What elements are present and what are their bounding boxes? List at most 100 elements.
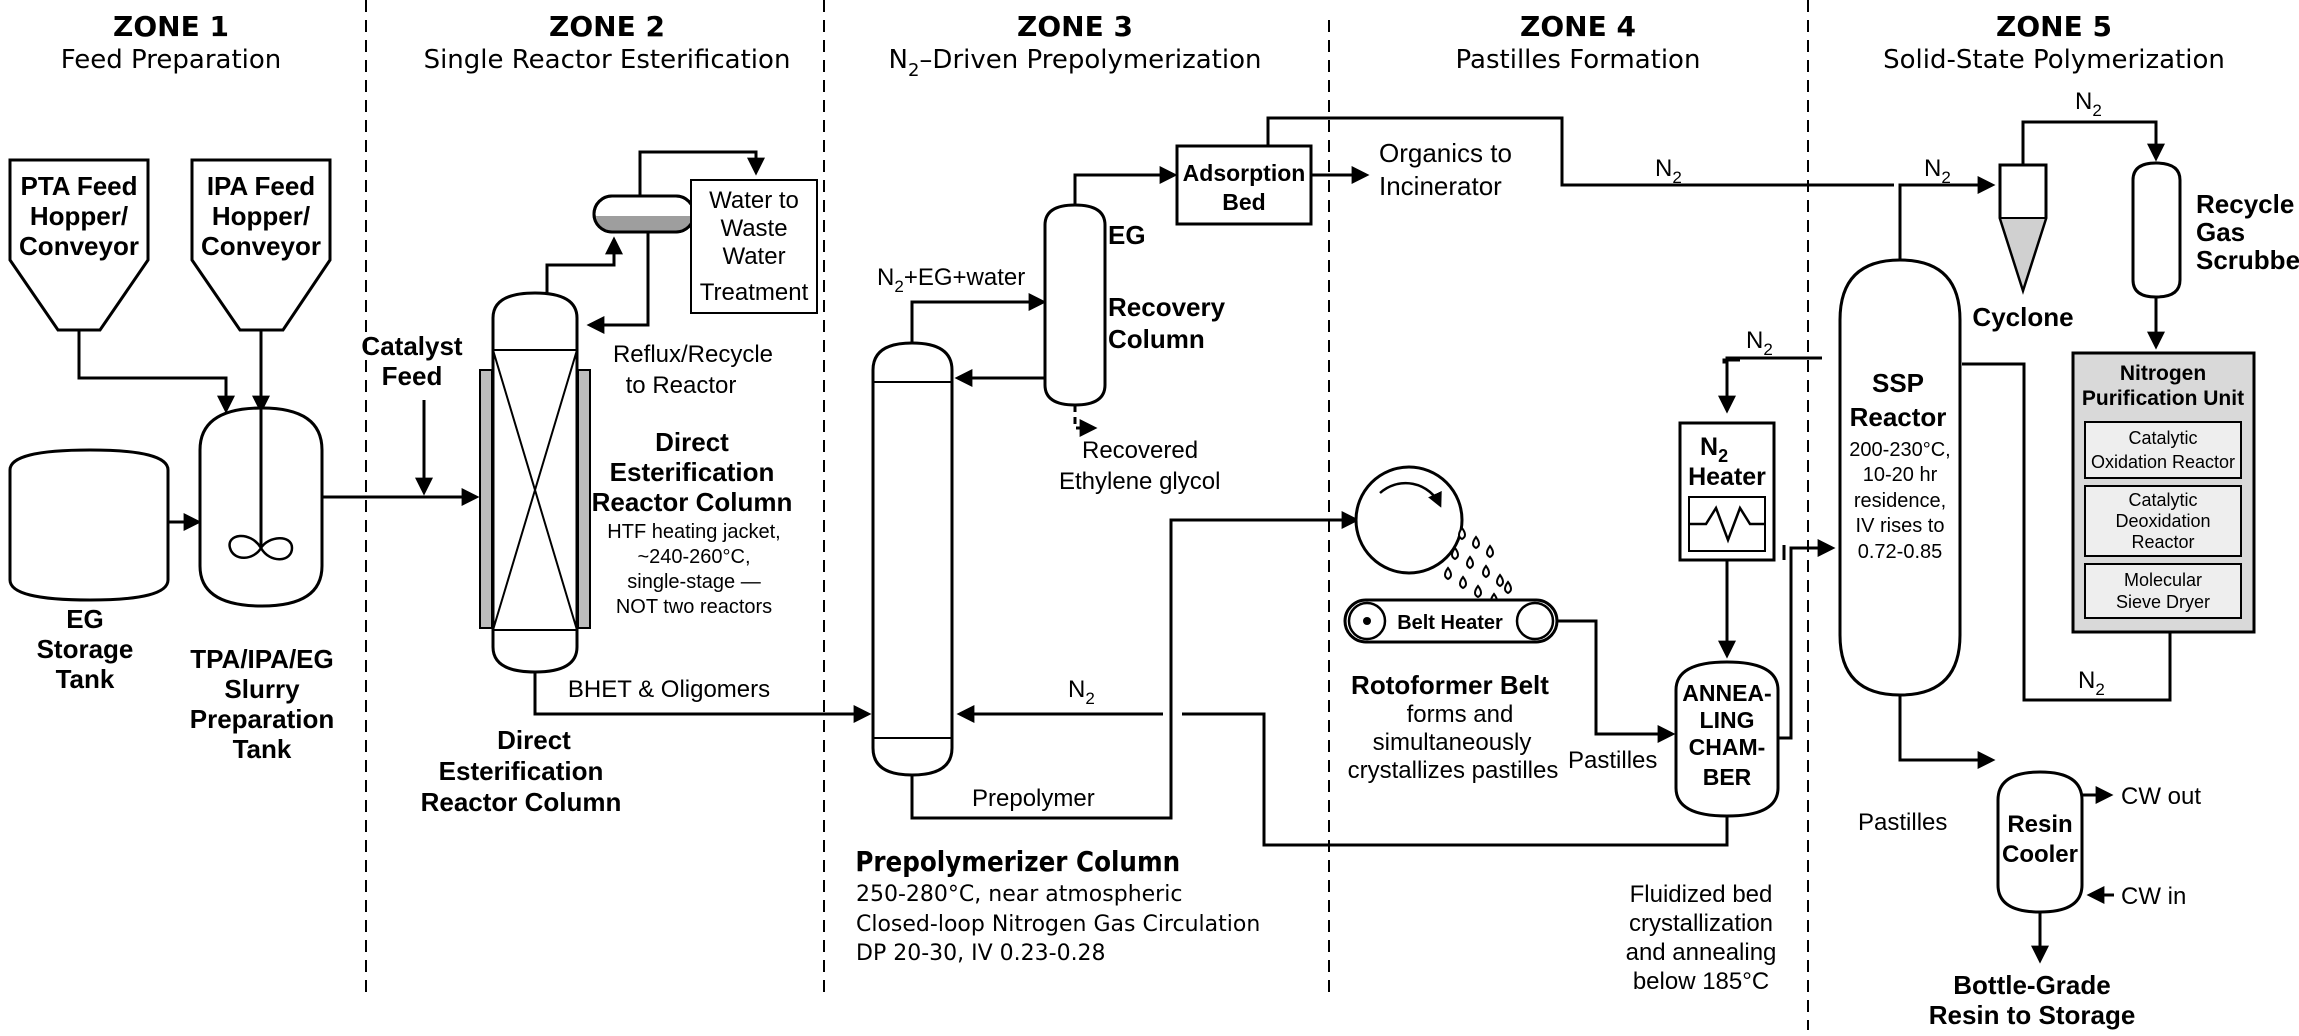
reactor-note-1: HTF heating jacket,	[607, 521, 780, 543]
prepolymerizer-note-2: Closed-loop Nitrogen Gas Circulation	[856, 912, 1260, 937]
zone-4-subtitle: Pastilles Formation	[1456, 45, 1701, 75]
water-treatment-line-2: Waste	[720, 215, 787, 242]
slurry-tank-line-2: Slurry	[224, 674, 300, 704]
prepolymerizer-note-1: 250-280°C, near atmospheric	[856, 882, 1182, 907]
reflux-label-line-1: Reflux/Recycle	[613, 341, 773, 368]
rotoformer-drum	[1354, 465, 1464, 575]
annealing-to-ssp-line	[1778, 539, 1836, 740]
eg-storage-tank: EG Storage Tank	[8, 448, 170, 694]
fluidized-note-2: crystallization	[1629, 910, 1773, 937]
prepolymer-label: Prepolymer	[972, 785, 1095, 812]
agitator-icon	[228, 534, 294, 561]
n2-return-label: N2	[1068, 676, 1095, 708]
fluidized-note-4: below 185°C	[1633, 968, 1769, 995]
cyclone-to-scrubber-line	[2021, 120, 2165, 165]
oxidation-label-1: Catalytic	[2128, 428, 2197, 448]
reactor-caption-line-2: Esterification	[439, 756, 604, 786]
ssp-note-5: 0.72-0.85	[1858, 541, 1943, 563]
n2-bottom-label: N2	[2078, 667, 2105, 699]
zone-2-title: ZONE 2	[549, 10, 665, 43]
reflux-line	[586, 232, 650, 334]
cw-out-label: CW out	[2121, 783, 2201, 810]
rotoformer-note-1: forms and	[1407, 701, 1514, 728]
ssp-note-4: IV rises to	[1856, 515, 1945, 537]
deoxidation-label-3: Reactor	[2131, 532, 2194, 552]
annealing-label-3: CHAM-	[1689, 734, 1766, 760]
output-label-1: Bottle-Grade	[1953, 970, 2110, 1000]
reactor-caption-line-3: Reactor Column	[421, 787, 622, 817]
ssp-title-1: SSP	[1872, 368, 1924, 398]
reactor-vapor-line	[545, 236, 623, 293]
pta-hopper-line-1: PTA Feed	[20, 171, 137, 201]
eg-recovery-label-1: EG	[1108, 220, 1146, 250]
heating-coil-icon	[1689, 505, 1765, 544]
annealing-vent-return-line	[1182, 712, 1729, 847]
recycle-gas-scrubber: Recycle Gas Scrubber	[2131, 161, 2299, 299]
pta-to-slurry-line	[77, 330, 235, 414]
zone-5-title: ZONE 5	[1996, 10, 2112, 43]
deoxidation-label-2: Deoxidation	[2115, 511, 2210, 531]
fluidized-note-3: and annealing	[1626, 939, 1777, 966]
zone-2-subtitle: Single Reactor Esterification	[424, 45, 791, 75]
resin-cooler: Resin Cooler	[1996, 770, 2084, 914]
scrubber-label-3: Scrubber	[2196, 245, 2299, 275]
recovered-eg-line-2: Ethylene glycol	[1059, 468, 1220, 495]
n2-heater: N2 Heater	[1678, 421, 1776, 562]
adsorption-bed: Adsorption Bed	[1175, 144, 1313, 226]
rotoformer-note-3: crystallizes pastilles	[1348, 757, 1559, 784]
rotation-arrow-icon	[1379, 481, 1442, 508]
reflux-drum	[592, 194, 696, 234]
belt-heater-label: Belt Heater	[1397, 612, 1503, 634]
fluidized-note-1: Fluidized bed	[1630, 881, 1773, 908]
catalyst-feed-line-1: Catalyst	[361, 331, 462, 361]
organics-line-1: Organics to	[1379, 138, 1512, 168]
n2-feed-to-heater-line	[1718, 356, 1822, 414]
purification-label-2: Purification Unit	[2082, 387, 2244, 410]
ssp-to-cyclone-line	[1898, 176, 1996, 260]
reactor-note-3: single-stage —	[627, 571, 760, 593]
prepolymer-line	[910, 511, 1360, 820]
ssp-note-3: residence,	[1854, 490, 1946, 512]
vapor-to-eg-recovery-line	[910, 293, 1047, 343]
recovered-eg-line-1: Recovered	[1082, 437, 1198, 464]
organics-line-2: Incinerator	[1379, 171, 1502, 201]
bhet-line	[533, 672, 872, 723]
direct-esterification-reactor-column	[479, 291, 591, 674]
sieve-label-1: Molecular	[2124, 570, 2202, 590]
slurry-tank-line-3: Preparation	[190, 704, 335, 734]
htf-heating-jacket	[479, 369, 493, 629]
ipa-hopper-line-3: Conveyor	[201, 231, 321, 261]
reactor-title-line-1: Direct	[655, 427, 729, 457]
prepolymerizer-title: Prepolymerizer Column	[855, 847, 1180, 879]
deoxidation-label-1: Catalytic	[2128, 490, 2197, 510]
water-treatment-line-4: Treatment	[700, 279, 809, 306]
catalyst-feed-line-2: Feed	[382, 361, 443, 391]
cyclone: Cyclone	[1972, 163, 2074, 332]
n2-cyclone-label: N2	[2075, 88, 2102, 120]
pastille-drops	[1444, 526, 1512, 607]
reactor-note-4: NOT two reactors	[616, 596, 772, 618]
pta-hopper-line-3: Conveyor	[19, 231, 139, 261]
n2-ssp-label: N2	[1924, 155, 1951, 187]
ssp-title-2: Reactor	[1850, 402, 1947, 432]
zone-4-title: ZONE 4	[1520, 10, 1636, 43]
scrubber-label-2: Gas	[2196, 217, 2245, 247]
water-off-line	[638, 150, 765, 196]
adsorption-bed-line-1: Adsorption	[1183, 160, 1306, 186]
pastilles-label-zone4: Pastilles	[1568, 747, 1657, 774]
water-treatment-box: Water to Waste Water Treatment	[690, 179, 818, 314]
eg-recovery-label-2: Recovery	[1108, 292, 1226, 322]
purification-label-1: Nitrogen	[2120, 362, 2206, 385]
adsorption-bed-line-2: Bed	[1222, 189, 1265, 215]
zone-dividers	[365, 0, 1809, 1030]
zone-5-subtitle: Solid-State Polymerization	[1883, 45, 2225, 75]
reactor-title-line-3: Reactor Column	[592, 487, 793, 517]
eg-tank-line-1: EG	[66, 604, 104, 634]
ipa-hopper-line-1: IPA Feed	[207, 171, 315, 201]
n2-heater-label-2: Heater	[1688, 463, 1766, 491]
n2-top-label: N2	[1655, 155, 1682, 187]
zone-3-subtitle: N2–Driven Prepolymerization	[889, 45, 1262, 81]
slurry-tank-line-4: Tank	[233, 734, 292, 764]
n2-top-header-line	[1266, 116, 1894, 187]
